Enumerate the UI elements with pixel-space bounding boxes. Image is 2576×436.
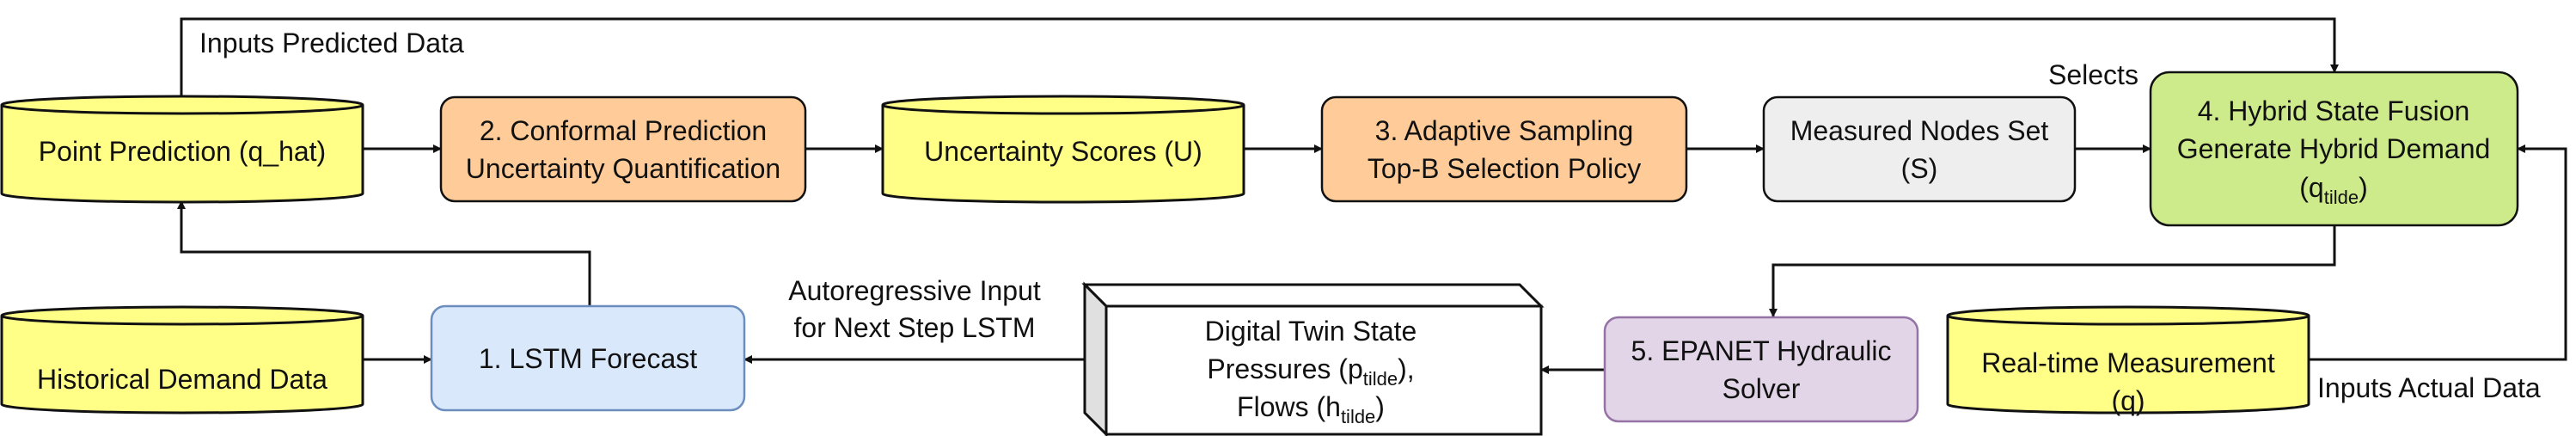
- epanet-box: [1603, 316, 1919, 423]
- epanet-line2: Solver: [1722, 373, 1801, 404]
- cylinder-top: [881, 95, 1245, 115]
- adaptive-box: [1320, 95, 1688, 203]
- twin-top-face: [1081, 283, 1545, 308]
- cylinder-body: [0, 105, 364, 204]
- label-autoregressive-line2: for Next Step LSTM: [794, 312, 1036, 343]
- node-conformal-prediction: 2. Conformal Prediction Uncertainty Quan…: [439, 95, 807, 203]
- fusion-line1: 4. Hybrid State Fusion: [2198, 95, 2470, 126]
- twin-line2: Pressures (ptilde),: [1207, 353, 1414, 390]
- edges: [177, 17, 2567, 374]
- twin-line3: Flows (htilde): [1237, 391, 1385, 427]
- uncertainty-scores-label: Uncertainty Scores (U): [924, 136, 1202, 167]
- node-uncertainty-scores: Uncertainty Scores (U): [881, 95, 1245, 204]
- fusion-line3: (qtilde): [2299, 172, 2367, 208]
- node-epanet-solver: 5. EPANET Hydraulic Solver: [1603, 316, 1919, 423]
- realtime-line2: (q): [2111, 385, 2145, 416]
- cylinder-body: [881, 105, 1245, 204]
- cylinder-body: [1946, 316, 2310, 415]
- lstm-box: [430, 304, 746, 412]
- epanet-line1: 5. EPANET Hydraulic: [1631, 335, 1892, 366]
- conformal-line1: 2. Conformal Prediction: [480, 115, 767, 146]
- measured-line1: Measured Nodes Set: [1790, 115, 2049, 146]
- label-inputs-actual: Inputs Actual Data: [2317, 372, 2541, 403]
- cylinder-body: [0, 316, 364, 415]
- edge-lstm-to-point: [177, 200, 591, 306]
- cylinder-top: [0, 305, 364, 326]
- node-historical-demand: Historical Demand Data: [0, 305, 364, 415]
- edge-fusion-to-epanet: [1769, 225, 2336, 317]
- point-prediction-label: Point Prediction (q_hat): [39, 136, 326, 167]
- node-realtime-measurement: Real-time Measurement (q): [1946, 305, 2310, 416]
- adaptive-line1: 3. Adaptive Sampling: [1375, 115, 1634, 146]
- measured-line2: (S): [1901, 153, 1938, 184]
- historical-demand-label: Historical Demand Data: [37, 364, 327, 395]
- cylinder-top: [1946, 305, 2310, 326]
- lstm-label: 1. LSTM Forecast: [479, 343, 697, 374]
- edge-point-to-fusion: [180, 17, 2339, 97]
- node-lstm-forecast: 1. LSTM Forecast: [430, 304, 746, 412]
- adaptive-line2: Top-B Selection Policy: [1368, 153, 1641, 184]
- fusion-box: [2149, 71, 2519, 227]
- node-hybrid-fusion: 4. Hybrid State Fusion Generate Hybrid D…: [2149, 71, 2519, 227]
- node-digital-twin: Digital Twin State Pressures (ptilde), F…: [1081, 281, 1545, 436]
- label-inputs-predicted: Inputs Predicted Data: [199, 28, 464, 58]
- fusion-line2: Generate Hybrid Demand: [2177, 133, 2491, 164]
- twin-front-face: [1104, 304, 1543, 436]
- measured-box: [1762, 95, 2077, 203]
- twin-side-face: [1083, 281, 1108, 436]
- label-autoregressive-line1: Autoregressive Input: [788, 275, 1041, 306]
- label-selects: Selects: [2048, 59, 2139, 90]
- cylinder-top: [0, 95, 364, 115]
- node-point-prediction: Point Prediction (q_hat): [0, 95, 364, 204]
- twin-line1: Digital Twin State: [1205, 316, 1417, 347]
- realtime-line1: Real-time Measurement: [1981, 347, 2275, 378]
- conformal-line2: Uncertainty Quantification: [466, 153, 780, 184]
- conformal-box: [439, 95, 807, 203]
- edge-realtime-to-fusion: [2309, 144, 2567, 361]
- node-adaptive-sampling: 3. Adaptive Sampling Top-B Selection Pol…: [1320, 95, 1688, 203]
- node-measured-nodes: Measured Nodes Set (S): [1762, 95, 2077, 203]
